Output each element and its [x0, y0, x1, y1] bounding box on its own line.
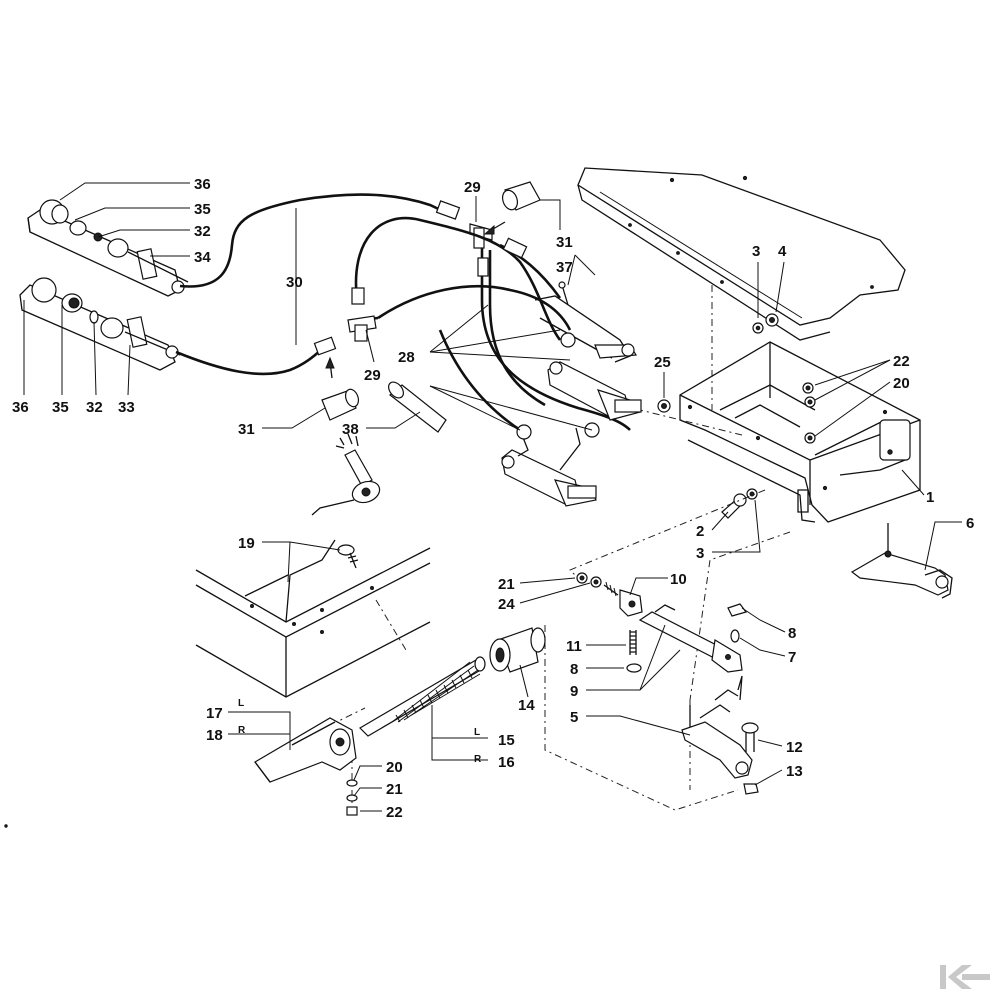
arm-17-18: [254, 717, 357, 783]
callout-18: 18: [206, 727, 223, 744]
shaft-9: [638, 604, 743, 673]
cover-38: [388, 381, 447, 433]
callout-21-lower: 21: [386, 781, 403, 798]
callout-2: 2: [696, 523, 704, 540]
fasteners-21-24: [576, 572, 619, 597]
callout-15: 15: [498, 732, 515, 749]
callout-10: 10: [670, 571, 687, 588]
side-mark-r-18: R: [238, 725, 246, 736]
callout-6: 6: [966, 515, 974, 532]
callout-11: 11: [566, 638, 582, 655]
callout-8-right: 8: [788, 625, 796, 642]
callout-33: 33: [118, 399, 135, 416]
callout-30: 30: [286, 274, 303, 291]
arrow-icon-lower: [325, 356, 335, 379]
stray-dot: [4, 824, 8, 828]
nut-3-top: [752, 322, 764, 334]
assembly-lines: [299, 285, 791, 811]
nut-13: [743, 783, 759, 795]
callout-38: 38: [342, 421, 359, 438]
callout-22-lower: 22: [386, 804, 403, 821]
callout-31-upper: 31: [556, 234, 573, 251]
spring-11: [629, 630, 637, 655]
callout-34: 34: [194, 249, 211, 266]
callout-1: 1: [926, 489, 934, 506]
cover-31-lower: [321, 388, 360, 421]
callout-4: 4: [778, 243, 787, 260]
bearing-14: [489, 627, 546, 673]
lever-plate-6: [850, 523, 953, 599]
rear-cylinders: [501, 295, 642, 507]
callout-29-upper: 29: [464, 179, 481, 196]
callout-19: 19: [238, 535, 255, 552]
pins-37: [558, 281, 569, 306]
lever-5: [681, 675, 753, 779]
nut-22-top: [802, 382, 816, 408]
callout-5: 5: [570, 709, 578, 726]
callout-12: 12: [786, 739, 803, 756]
cover-31-upper: [501, 181, 541, 211]
side-mark-r-16: R: [474, 754, 482, 765]
callout-31-lower: 31: [238, 421, 255, 438]
hose-30: [175, 193, 461, 376]
callout-22-upper: 22: [893, 353, 910, 370]
main-frame: [679, 341, 921, 523]
callout-24: 24: [498, 596, 515, 613]
bolt-4: [765, 313, 779, 327]
callout-28: 28: [398, 349, 415, 366]
callout-37: 37: [556, 259, 573, 276]
washer-20-top: [804, 432, 816, 444]
callout-3-top: 3: [752, 243, 760, 260]
callout-14: 14: [518, 697, 535, 714]
nut-25: [657, 399, 671, 413]
washer-8-lower: [626, 663, 642, 673]
callout-9: 9: [570, 683, 578, 700]
fasteners-20-21-22-lower: [346, 779, 358, 816]
callout-labels: 36 35 32 34 30 29 31 37 3 4 36 35 32 33 …: [12, 176, 974, 821]
leader-lines: [23, 182, 962, 812]
callout-20-upper: 20: [893, 375, 910, 392]
callout-36-lower: 36: [12, 399, 29, 416]
callout-29-lower: 29: [364, 367, 381, 384]
bolt-19: [337, 544, 359, 569]
callout-17: 17: [206, 705, 223, 722]
side-marks: L R L R: [238, 698, 482, 765]
side-mark-l-15: L: [474, 727, 480, 738]
callout-32-upper: 32: [194, 223, 211, 240]
arrow-icon-upper: [483, 221, 506, 235]
callout-35-upper: 35: [194, 201, 211, 218]
callout-13: 13: [786, 763, 803, 780]
side-mark-l-17: L: [238, 698, 244, 709]
fork-7-8: [727, 603, 748, 643]
callout-21-mid: 21: [498, 576, 515, 593]
callout-7: 7: [788, 649, 796, 666]
hand-grip-detail: [311, 433, 381, 516]
callout-20-lower: 20: [386, 759, 403, 776]
bolt-12: [741, 722, 759, 752]
callout-3-lower: 3: [696, 545, 704, 562]
washer-3-lower: [746, 488, 758, 500]
k-logo-icon: [940, 965, 990, 989]
hopper-plate: [577, 167, 906, 341]
callout-8-mid: 8: [570, 661, 578, 678]
callout-35-lower: 35: [52, 399, 69, 416]
hydraulic-cylinder-lower: [19, 277, 181, 371]
callout-25: 25: [654, 354, 671, 371]
callout-32-lower: 32: [86, 399, 103, 416]
callout-36-upper: 36: [194, 176, 211, 193]
hopper-bin: [195, 539, 431, 698]
tee-fitting-29-lower: [347, 315, 377, 342]
auger-shaft-15-16: [359, 656, 486, 737]
bracket-10: [619, 589, 643, 617]
callout-16: 16: [498, 754, 515, 771]
